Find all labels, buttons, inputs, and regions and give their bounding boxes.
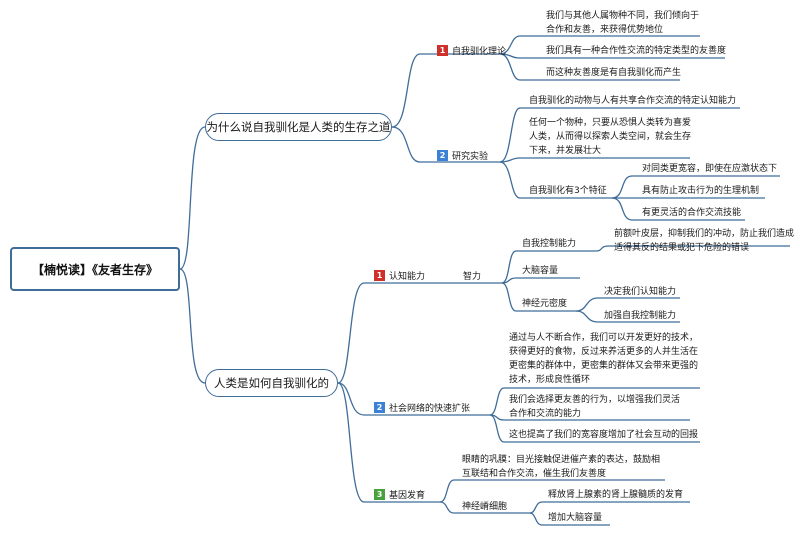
theory-item-3: 而这种友善度是有自我驯化而产生 <box>546 68 682 78</box>
neural-crest-item-2: 增加大脑容量 <box>548 513 603 523</box>
topic-label: 认知能力 <box>389 272 426 282</box>
sclera-item: 眼睛的巩膜：目光接触促进催产素的表达，鼓励相互联结和合作交流，催生我们友善度 <box>462 455 661 479</box>
topic-cognitive-ability[interactable]: 1 认知能力 <box>374 270 425 284</box>
neuron-density-topic[interactable]: 神经元密度 <box>522 299 568 309</box>
network-item-2: 我们会选择更友善的行为，以增强我们灵活合作和交流的能力 <box>509 395 681 419</box>
network-item-1: 通过与人不断合作，我们可以开发更好的技术，获得更好的食物，反过来养活更多的人并生… <box>509 333 699 385</box>
topic-gene-development[interactable]: 3 基因发育 <box>374 489 425 503</box>
feature-item-2: 具有防止攻击行为的生理机制 <box>642 186 760 196</box>
topic-label: 基因发育 <box>389 491 426 501</box>
main-topic-why[interactable]: 为什么说自我驯化是人类的生存之道 <box>205 113 392 141</box>
topic-self-domestication-theory[interactable]: 1 自我驯化理论 <box>437 45 506 59</box>
feature-item-3: 有更灵活的合作交流技能 <box>642 208 742 218</box>
neuron-item-1: 决定我们认知能力 <box>604 287 677 297</box>
number-badge: 2 <box>437 150 448 161</box>
experiment-item-2: 任何一个物种，只要从恐惧人类转为喜爱人类，从而得以探索人类空间，就会生存下来，并… <box>529 118 692 156</box>
theory-item-2: 我们具有一种合作性交流的特定类型的友善度 <box>546 46 727 56</box>
three-features-topic[interactable]: 自我驯化有3个特征 <box>529 186 607 196</box>
topic-social-network[interactable]: 2 社会网络的快速扩张 <box>374 402 470 416</box>
feature-item-1: 对同类更宽容，即使在应激状态下 <box>642 164 778 174</box>
network-item-3: 这也提高了我们的宽容度增加了社会互动的回报 <box>509 430 699 440</box>
number-badge: 1 <box>437 45 448 56</box>
topic-label: 社会网络的快速扩张 <box>389 404 471 414</box>
number-badge: 3 <box>374 489 385 500</box>
number-badge: 2 <box>374 402 385 413</box>
topic-label: 研究实验 <box>452 152 489 162</box>
neuron-item-2: 加强自我控制能力 <box>604 311 677 321</box>
self-control-topic[interactable]: 自我控制能力 <box>522 239 577 249</box>
main-topic-how[interactable]: 人类是如何自我驯化的 <box>205 369 338 397</box>
brain-capacity-topic: 大脑容量 <box>522 266 559 276</box>
experiment-item-1: 自我驯化的动物与人有共享合作交流的特定认知能力 <box>529 96 737 106</box>
topic-label: 自我驯化理论 <box>452 47 507 57</box>
topic-research-experiment[interactable]: 2 研究实验 <box>437 150 488 164</box>
neural-crest-topic[interactable]: 神经嵴细胞 <box>462 502 508 512</box>
intelligence-topic[interactable]: 智力 <box>463 272 482 282</box>
theory-item-1: 我们与其他人属物种不同，我们倾向于合作和友善，来获得优势地位 <box>546 11 700 35</box>
number-badge: 1 <box>374 270 385 281</box>
self-control-detail: 前额叶皮层，抑制我们的冲动，防止我们造成适得其反的结果或犯下危险的错误 <box>614 229 795 253</box>
root-topic[interactable]: 【楠悦读】《友者生存》 <box>10 247 180 291</box>
neural-crest-item-1: 释放肾上腺素的肾上腺髓质的发育 <box>548 490 684 500</box>
